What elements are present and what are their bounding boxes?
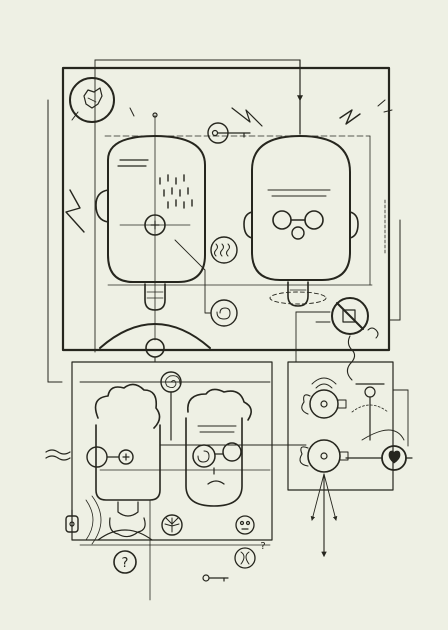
man-right-lens [222, 442, 242, 462]
heart-dial-icon [345, 429, 413, 471]
right-head-nose [291, 226, 305, 240]
skull-circle-icon [235, 515, 255, 535]
gear-dial-icon [69, 77, 115, 123]
sound-wave-circle-icon [210, 236, 238, 264]
gauge-needle-icon [351, 383, 389, 441]
lower-right-frame [287, 361, 394, 491]
crossed-bucket-sign-icon [331, 297, 379, 339]
bespectacled-man [185, 388, 252, 507]
bottle-icon [65, 509, 79, 533]
key-circle-icon [207, 122, 251, 144]
bottom-key-icon [202, 574, 229, 582]
small-face-lower [299, 439, 349, 473]
upper-panel [47, 59, 401, 383]
lightning-left-icon [65, 189, 85, 233]
wave-lines-icon [45, 449, 71, 461]
question-mark-right: ? [260, 541, 265, 552]
question-mark-left: ? [122, 556, 129, 571]
right-head [243, 135, 359, 307]
question-circle-icon: ? [113, 550, 137, 574]
curly-haired-woman [86, 383, 161, 538]
lower-left-frame [71, 361, 273, 541]
spiral-lollipop-icon [160, 371, 182, 441]
small-face-upper [301, 377, 347, 419]
leaf-circle-icon [161, 514, 183, 536]
lower-right-panel [287, 335, 413, 558]
lightning-top-right-icon [339, 109, 361, 125]
upper-frame [61, 66, 391, 352]
ear-circle-icon [234, 547, 256, 569]
